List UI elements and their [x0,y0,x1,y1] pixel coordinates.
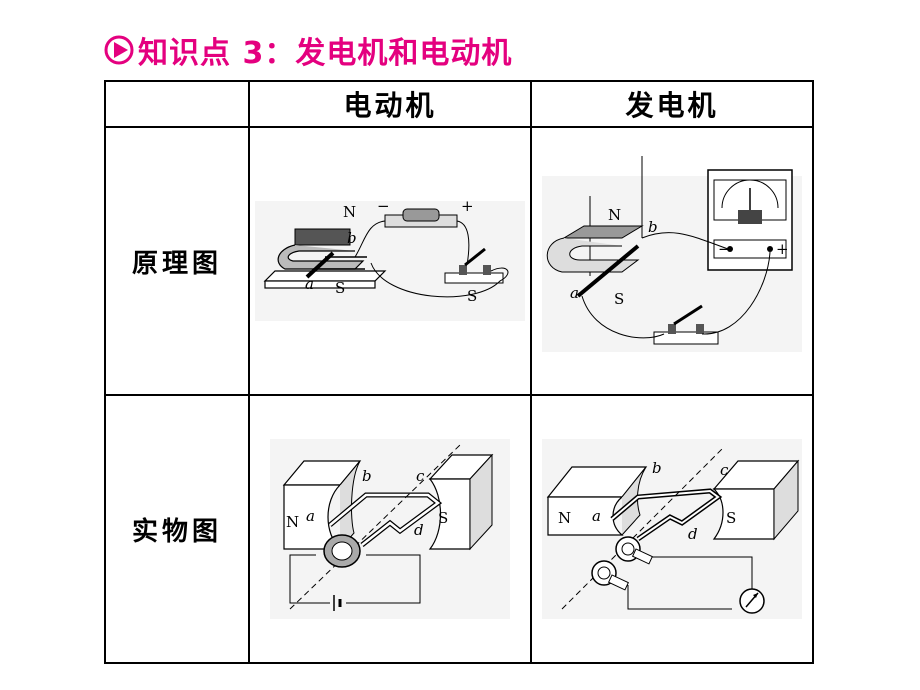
label-minus: − [718,240,731,258]
comparison-table: 电动机 发电机 原理图 [104,80,814,664]
label-s: S [614,290,624,308]
label-n: N [286,513,299,531]
label-b: b [347,229,357,247]
motor-real-diagram: N S a b c d [270,439,510,619]
header-generator: 发电机 [530,80,814,128]
label-a: a [570,284,579,302]
play-triangle-icon [104,35,134,65]
motor-principle-diagram: N b a S − + S [255,201,525,321]
label-a: a [306,507,315,525]
motor-real-cell: N S a b c d [248,394,532,664]
label-n: N [343,203,356,221]
label-plus: + [461,201,474,215]
label-d: d [688,525,698,543]
label-s: S [438,509,448,527]
motor-principle-cell: N b a S − + S [248,126,532,396]
generator-real-diagram: N S a b c d [542,439,802,619]
label-plus: + [776,240,789,258]
row-label-real: 实物图 [104,394,250,664]
label-n: N [608,206,621,224]
generator-real-cell: N S a b c d [530,394,814,664]
section-title-text: 知识点 3：发电机和电动机 [138,36,513,71]
label-c: c [720,461,729,479]
label-a: a [592,507,601,525]
label-b: b [652,459,662,477]
label-d: d [414,521,424,539]
label-s-switch: S [467,287,477,305]
generator-principle-diagram: N b a S − + [542,156,802,352]
label-s: S [726,509,736,527]
label-b: b [648,218,658,236]
generator-principle-cell: N b a S − + [530,126,814,396]
label-c: c [416,467,425,485]
label-b: b [362,467,372,485]
section-title: 知识点 3：发电机和电动机 [104,30,513,71]
table-row-principle: 原理图 [104,126,814,396]
header-corner [104,80,250,128]
magnet-n-block [294,228,351,246]
header-motor: 电动机 [248,80,532,128]
table-header-row: 电动机 发电机 [104,80,814,128]
label-s-magnet: S [335,279,345,297]
table-row-real: 实物图 [104,394,814,664]
label-minus: − [377,201,390,215]
row-label-principle: 原理图 [104,126,250,396]
label-a: a [305,275,314,293]
label-n: N [558,509,571,527]
